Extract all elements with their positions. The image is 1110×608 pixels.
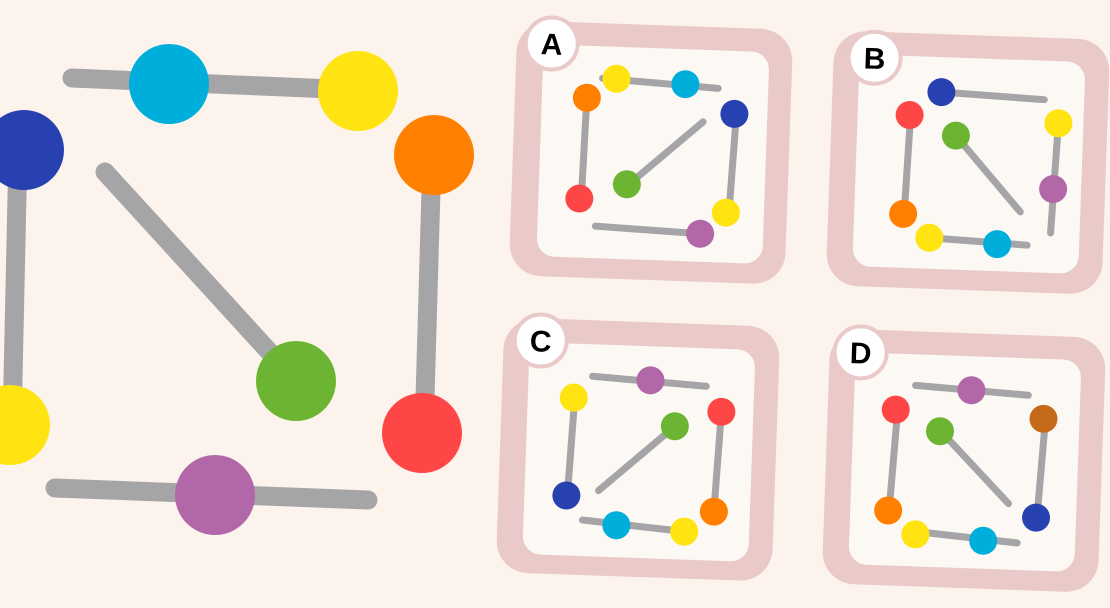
main-puzzle-figure: [0, 44, 474, 535]
stick: [910, 527, 1021, 547]
red-ball: [881, 395, 910, 424]
stick: [1033, 415, 1049, 521]
yellow-ball: [1044, 109, 1073, 138]
stick: [595, 423, 678, 495]
yellow-ball: [711, 198, 740, 227]
blue-ball: [927, 78, 956, 107]
option-card-c[interactable]: C: [496, 312, 781, 581]
red-ball: [895, 101, 924, 130]
orange-ball: [394, 115, 474, 195]
purple-ball: [175, 455, 255, 535]
purple-ball: [1039, 175, 1068, 204]
brown-ball: [1029, 404, 1058, 433]
stick: [577, 94, 591, 202]
stick: [95, 162, 306, 391]
yellow-ball: [901, 520, 930, 549]
option-label-badge: [523, 15, 580, 72]
option-card-d[interactable]: D: [822, 324, 1107, 592]
option-label-badge: [512, 312, 569, 369]
stick: [563, 394, 579, 499]
orange-ball: [699, 497, 728, 526]
stick: [2, 140, 28, 435]
stick: [938, 88, 1048, 104]
option-label-badge: [832, 324, 889, 381]
option-card-figure: [889, 78, 1073, 259]
green-ball: [941, 121, 970, 150]
option-label: A: [540, 28, 563, 62]
stick: [725, 111, 740, 217]
purple-ball: [636, 366, 665, 395]
cyan-ball: [969, 526, 998, 555]
purple-ball: [957, 376, 986, 405]
orange-ball: [572, 83, 601, 112]
green-ball: [925, 417, 954, 446]
stick: [62, 68, 366, 100]
orange-ball: [874, 496, 903, 525]
option-label: C: [529, 325, 552, 359]
red-ball: [707, 397, 736, 426]
cyan-ball: [983, 230, 1012, 259]
stick: [625, 118, 707, 188]
option-card-figure: [565, 64, 749, 248]
red-ball: [565, 184, 594, 213]
cyan-ball: [129, 44, 209, 124]
stick: [414, 145, 442, 443]
blue-ball: [1022, 503, 1051, 532]
option-card-figure: [874, 376, 1058, 555]
yellow-ball: [915, 223, 944, 252]
purple-ball: [686, 219, 715, 248]
yellow-ball: [602, 64, 631, 93]
blue-ball: [0, 110, 64, 190]
stick: [579, 516, 689, 536]
option-card-figure: [552, 366, 736, 546]
orange-ball: [889, 199, 918, 228]
option-label: B: [863, 42, 886, 76]
yellow-ball: [318, 51, 398, 131]
option-label: D: [849, 337, 872, 371]
option-card-b[interactable]: B: [826, 29, 1110, 294]
blue-ball: [552, 481, 581, 510]
option-card-a[interactable]: A: [509, 15, 794, 284]
green-ball: [256, 341, 336, 421]
yellow-ball: [559, 383, 588, 412]
option-label-badge: [846, 29, 903, 86]
stick: [900, 112, 915, 218]
stick: [952, 132, 1024, 216]
stick: [937, 427, 1013, 508]
blue-ball: [720, 99, 749, 128]
red-ball: [382, 393, 462, 473]
stick: [885, 406, 902, 512]
cyan-ball: [671, 70, 700, 99]
yellow-ball: [670, 517, 699, 546]
green-ball: [612, 170, 641, 199]
stick: [591, 222, 706, 238]
green-ball: [660, 412, 689, 441]
yellow-ball: [0, 385, 50, 465]
stick: [710, 409, 725, 515]
cyan-ball: [602, 511, 631, 540]
